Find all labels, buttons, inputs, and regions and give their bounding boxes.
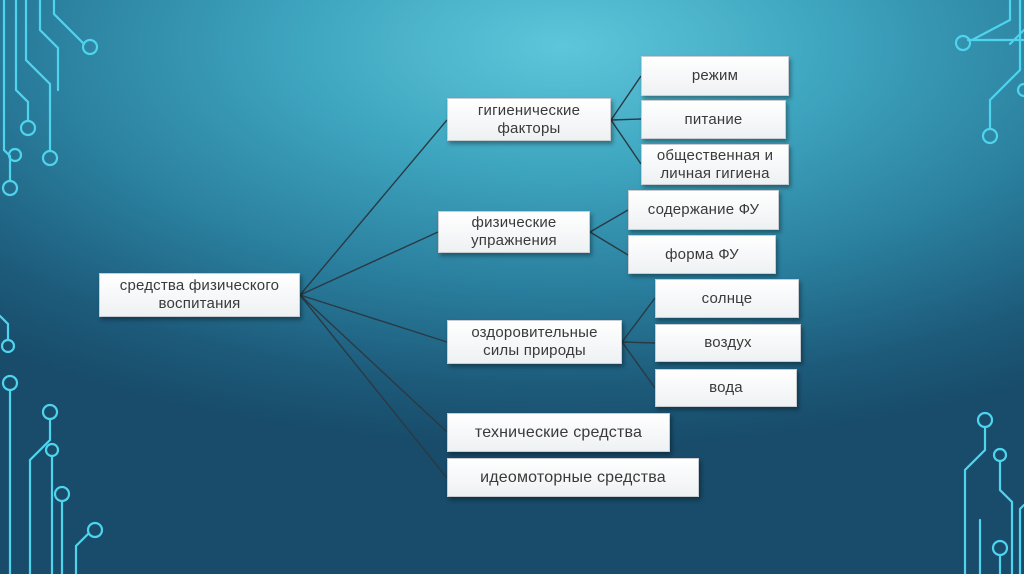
leaf-node-water: вода <box>655 369 797 407</box>
leaf-node-exercise-form: форма ФУ <box>628 235 776 274</box>
connector-nature-air <box>622 342 655 343</box>
connector-nature-water <box>622 342 655 388</box>
connector-exercise-form <box>590 232 628 255</box>
branch-node-hygiene: гигиенические факторы <box>447 98 611 141</box>
leaf-node-personal-hygiene: общественная и личная гигиена <box>641 144 789 185</box>
leaf-node-sun: солнце <box>655 279 799 318</box>
connector-exercise-content <box>590 210 628 232</box>
branch-node-technical: технические средства <box>447 413 670 452</box>
connector-nature-sun <box>622 298 655 342</box>
branch-node-exercise: физические упражнения <box>438 211 590 253</box>
leaf-node-regime: режим <box>641 56 789 96</box>
connector-hygiene-nutrition <box>611 119 641 120</box>
connector-hygiene-personal <box>611 120 641 164</box>
connector-root-ideomotor <box>300 295 447 478</box>
leaf-node-nutrition: питание <box>641 100 786 139</box>
connector-root-exercise <box>300 232 438 295</box>
leaf-node-air: воздух <box>655 324 801 362</box>
connector-root-technical <box>300 295 447 432</box>
connector-root-hygiene <box>300 120 447 295</box>
leaf-node-exercise-content: содержание ФУ <box>628 190 779 230</box>
branch-node-ideomotor: идеомоторные средства <box>447 458 699 497</box>
branch-node-nature: оздоровительные силы природы <box>447 320 622 364</box>
connector-root-nature <box>300 295 447 342</box>
connector-hygiene-regime <box>611 76 641 120</box>
root-node: средства физического воспитания <box>99 273 300 317</box>
